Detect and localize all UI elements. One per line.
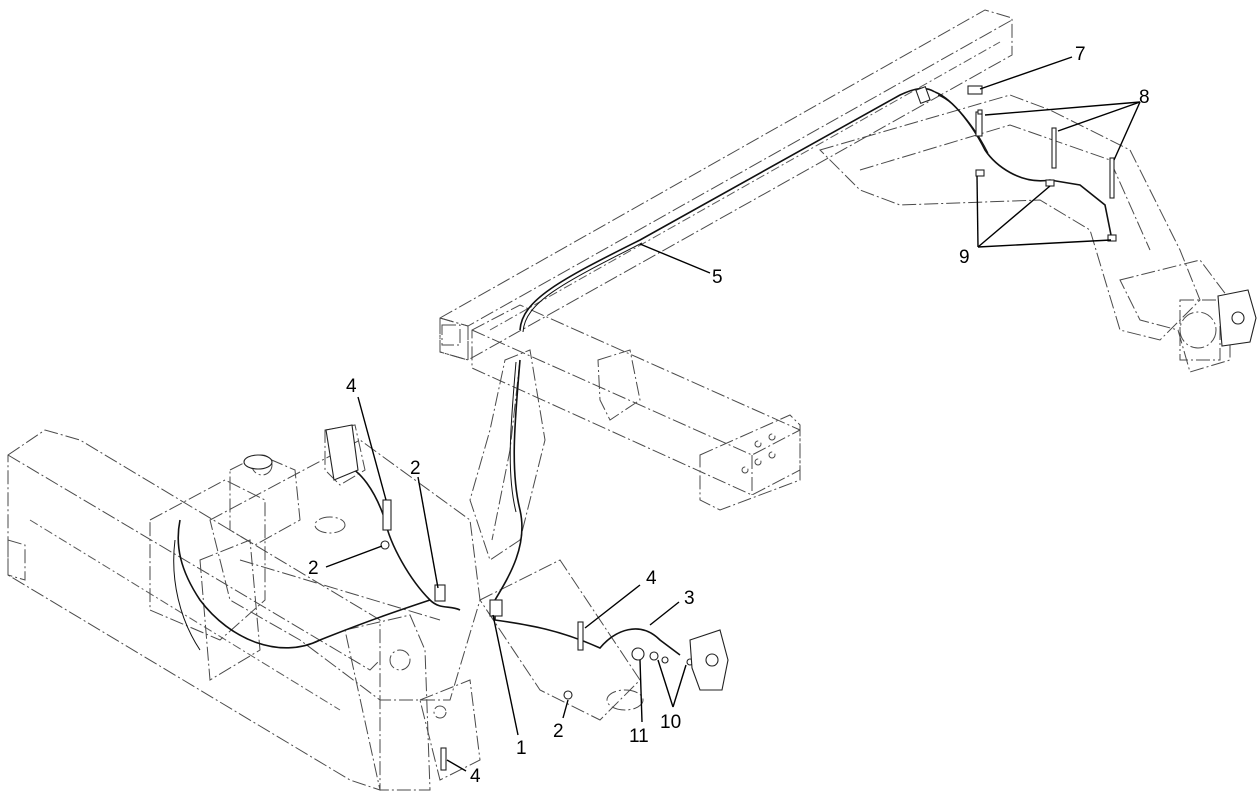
rear-frame-rail	[439, 9, 1013, 361]
front-frame	[7, 424, 644, 791]
callout-5: 5	[712, 267, 723, 288]
callout-7: 7	[1075, 44, 1086, 65]
callout-3: 3	[684, 588, 695, 609]
callout-2-lower: 2	[553, 721, 564, 742]
callout-8: 8	[1139, 87, 1150, 108]
callout-10: 10	[660, 712, 681, 733]
callout-9: 9	[959, 247, 970, 268]
part-clips	[243, 85, 1117, 771]
callout-4-bottom: 4	[470, 766, 481, 787]
leader-lines	[325, 56, 1141, 772]
callout-4-right: 4	[646, 568, 657, 589]
callout-1: 1	[516, 738, 527, 759]
rear-axle-assembly	[819, 94, 1257, 373]
callout-2-left: 2	[308, 558, 319, 579]
callout-4-upper: 4	[346, 376, 357, 397]
brake-line-front	[173, 464, 681, 656]
brake-line-rear	[494, 87, 1113, 601]
rear-crossmember	[471, 304, 801, 511]
callout-11: 11	[629, 726, 649, 747]
callout-2-upper: 2	[410, 458, 421, 479]
callouts: 1 2 2 2 3 4 4 4 5 7 8 9 10 11	[308, 44, 1150, 787]
center-spine	[469, 349, 641, 561]
